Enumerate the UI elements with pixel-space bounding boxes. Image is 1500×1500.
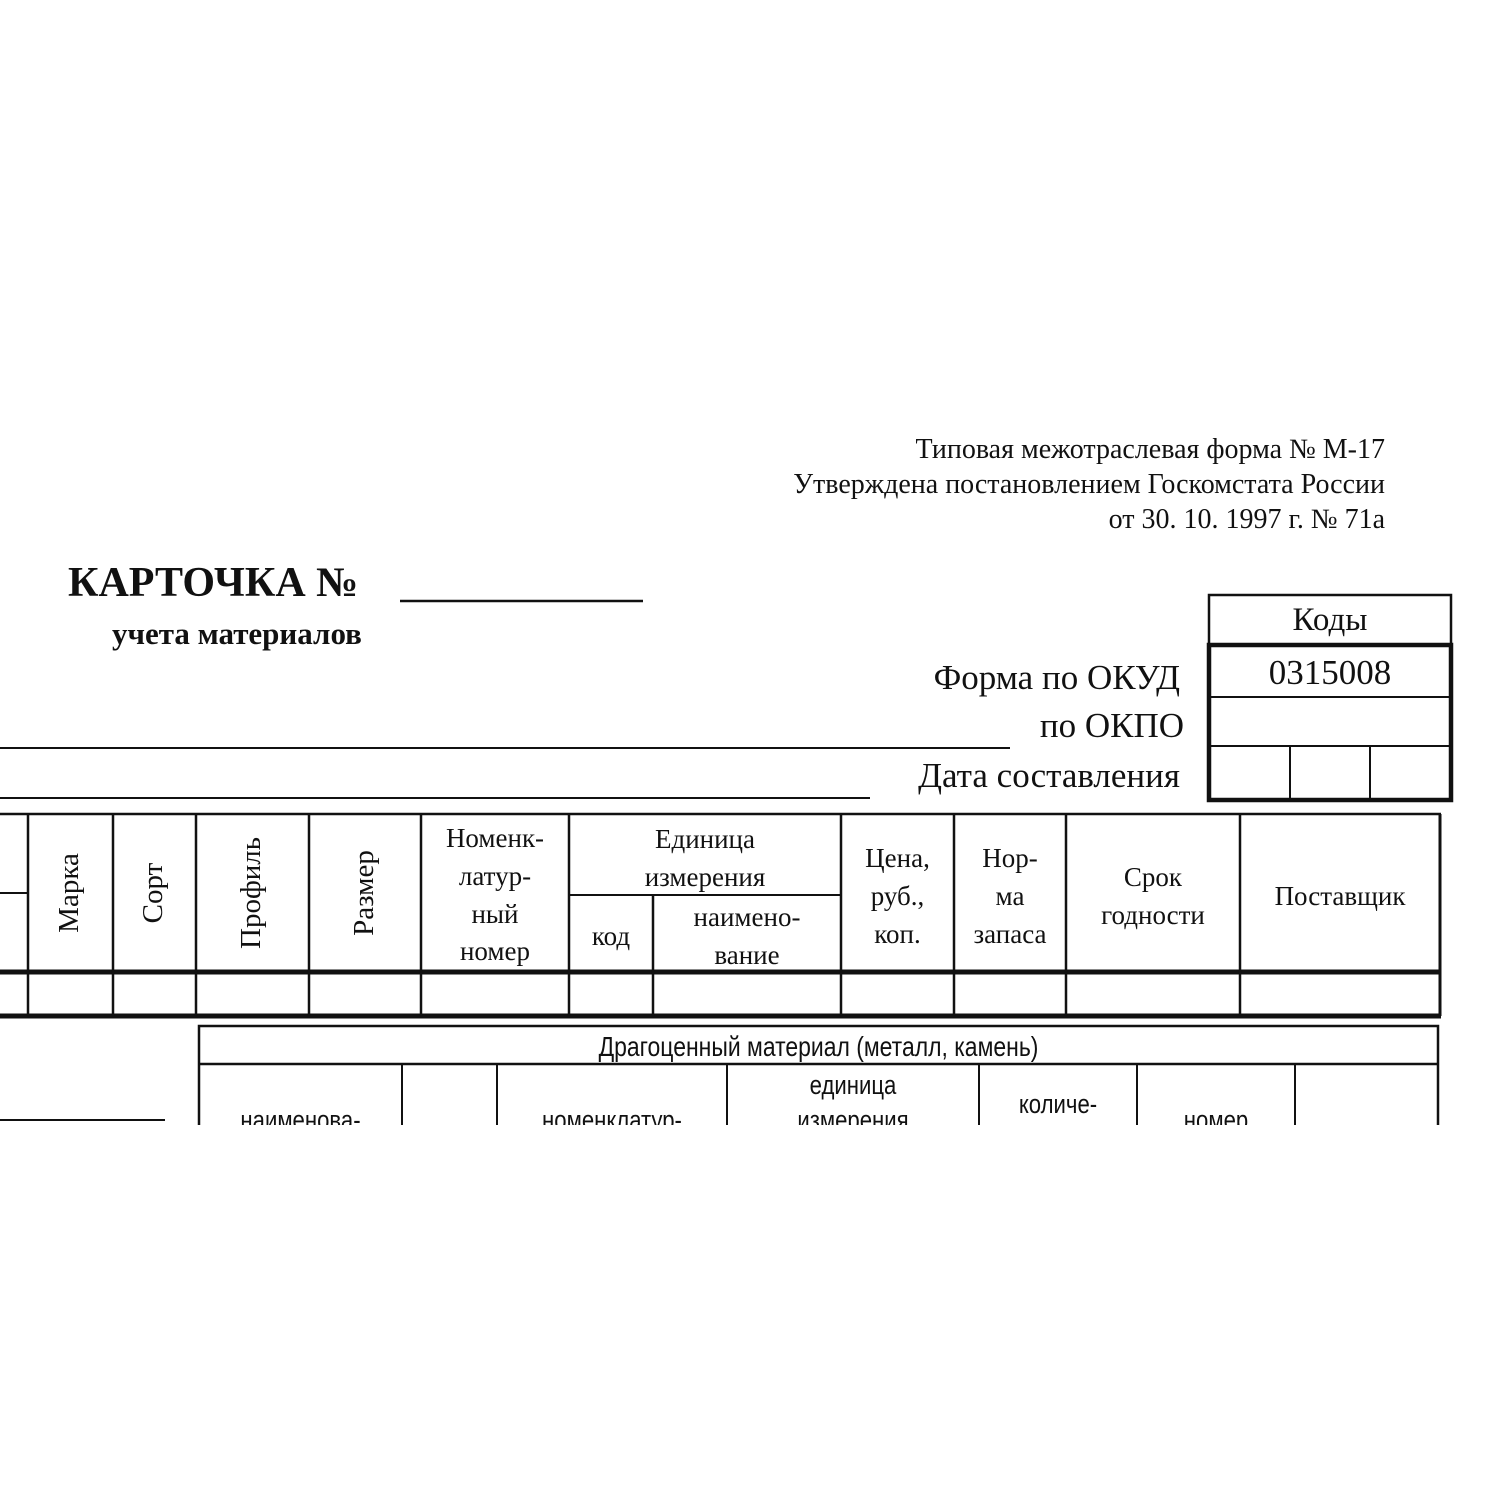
col-size: Размер [348, 850, 380, 936]
col-unit-name: наимено- вание [693, 902, 801, 970]
col-price: Цена, руб., коп. [865, 843, 930, 949]
form-type-label: Типовая межотраслевая форма № М-17 [915, 434, 1385, 465]
card-subtitle: учета материалов [112, 616, 362, 651]
okud-label: Форма по ОКУД [933, 658, 1180, 697]
okud-value: 0315008 [1268, 653, 1392, 692]
col-supplier: Поставщик [1274, 881, 1406, 911]
col-marka: Марка [53, 853, 85, 933]
col-unit-code: код [591, 921, 631, 951]
col-norm: Нор- ма запаса [973, 843, 1047, 949]
card-title: КАРТОЧКА № [68, 560, 359, 606]
precious-col-number: номер [1183, 1105, 1249, 1125]
precious-col-name: наименова- [240, 1105, 361, 1125]
okpo-label: по ОКПО [1039, 706, 1184, 745]
approval-label: Утверждена постановлением Госкомстата Ро… [793, 469, 1385, 500]
col-unit: Единица измерения [644, 824, 766, 892]
col-sort: Сорт [137, 862, 169, 924]
codes-heading: Коды [1292, 602, 1368, 638]
precious-col-unit: единица измерения [797, 1070, 909, 1125]
form-lines [0, 593, 1454, 1125]
col-shelf-life: Срок годности [1101, 862, 1205, 930]
date-label: Дата составления [918, 756, 1180, 795]
precious-heading: Драгоценный материал (металл, камень) [598, 1031, 1039, 1062]
approval-date-label: от 30. 10. 1997 г. № 71а [1108, 504, 1385, 535]
precious-col-nomenclature: номенклатур- [542, 1105, 682, 1125]
scanned-form: Типовая межотраслевая форма № М-17 Утвер… [0, 434, 1454, 1125]
col-profile: Профиль [235, 837, 267, 949]
precious-col-quantity: количе- [1018, 1089, 1098, 1119]
col-nomenclature: Номенк- латур- ный номер [445, 823, 545, 967]
